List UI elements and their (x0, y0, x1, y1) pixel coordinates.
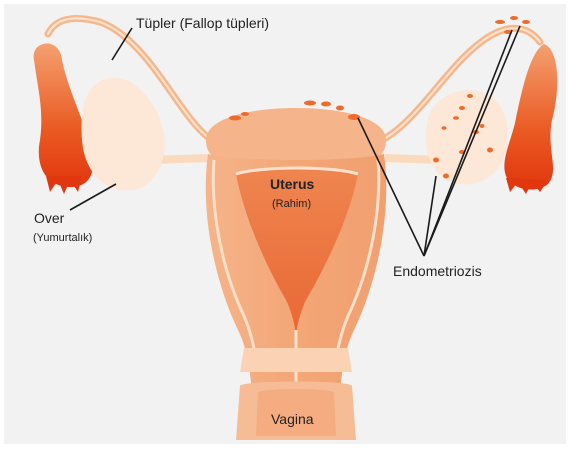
label-ovary-subtitle: (Yumurtalık) (33, 232, 92, 244)
label-uterus-subtitle: (Rahim) (272, 198, 311, 210)
label-ovary: Over (34, 210, 64, 226)
cervix-rings (240, 348, 352, 372)
label-vagina: Vagina (271, 411, 314, 427)
label-fallopian-tubes: Tüpler (Fallop tüpleri) (136, 15, 269, 31)
label-uterus: Uterus (270, 176, 314, 192)
label-endometriosis: Endometriozis (393, 263, 482, 279)
ovary-right (426, 90, 508, 184)
